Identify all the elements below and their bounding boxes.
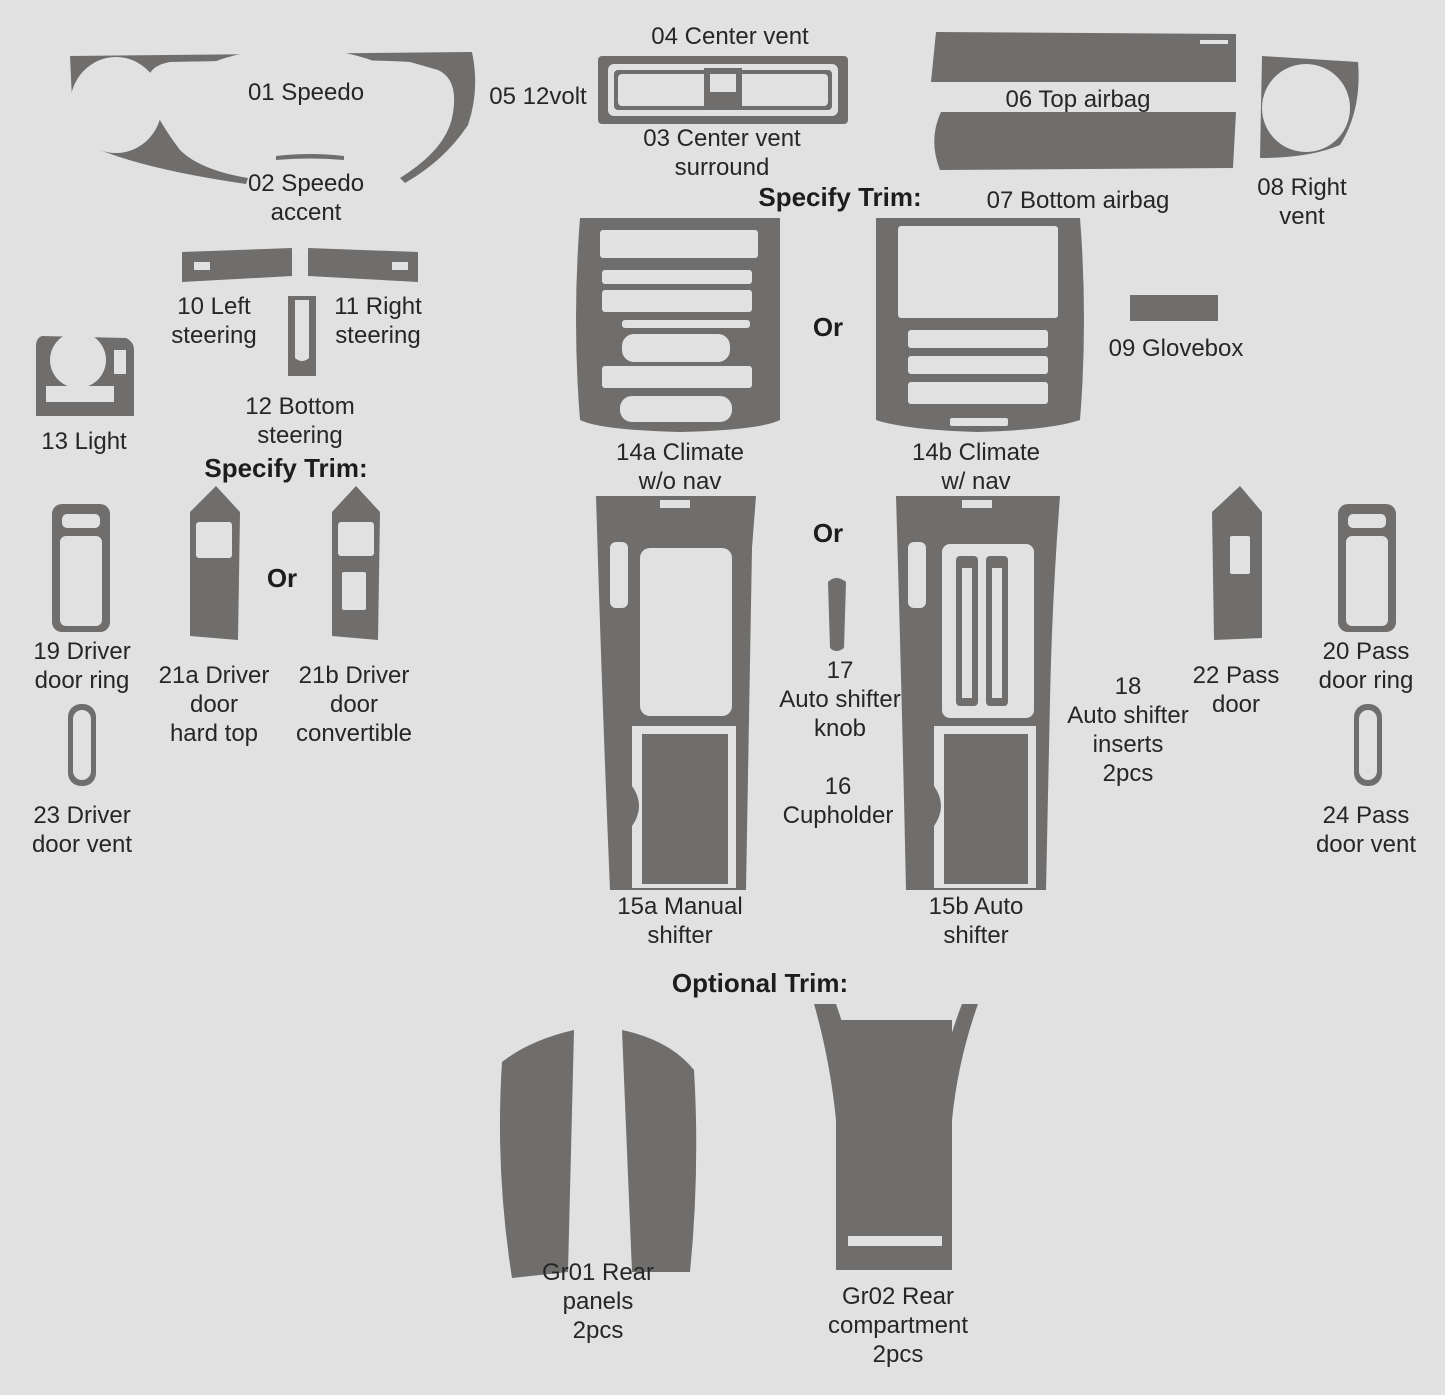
label-05: 05 12volt [489,83,587,110]
piece-09-glovebox [1130,295,1218,321]
piece-21a-driver-door [190,486,240,640]
piece-10-11-12-steering [182,248,418,376]
or-shifter: Or [812,518,844,548]
piece-01-speedo [70,48,476,184]
piece-03-04-center-vent [598,56,848,124]
heading-specify-trim-top: Specify Trim: [758,182,922,212]
piece-14b-climate [876,218,1084,432]
piece-19-driver-door-ring [52,504,110,632]
piece-22-pass-door [1212,486,1262,640]
piece-07-bottom-airbag [934,112,1236,170]
piece-21b-driver-door [332,486,380,640]
heading-optional-trim: Optional Trim: [671,968,849,998]
or-climate: Or [812,312,844,342]
piece-gr01-rear-panels [499,1030,697,1278]
piece-06-top-airbag [931,32,1236,82]
heading-specify-trim-left: Specify Trim: [204,453,368,483]
label-04: 04 Center vent [651,23,809,50]
piece-14a-climate [576,218,780,432]
piece-17-shifter-knob [828,578,846,651]
label-01: 01 Speedo [247,79,365,106]
label-09: 09 Glovebox [1108,335,1244,362]
piece-13-light [36,332,134,416]
piece-gr02-rear-compartment [814,1004,978,1270]
piece-02-speedo-accent [276,154,344,160]
piece-20-pass-door-ring [1338,504,1396,632]
or-door: Or [266,563,298,593]
label-13: 13 Light [41,428,127,455]
piece-15a-manual-shifter [596,496,756,890]
piece-24-pass-door-vent [1354,704,1382,786]
label-06: 06 Top airbag [1005,86,1151,113]
piece-23-driver-door-vent [68,704,96,786]
piece-15b-auto-shifter [896,496,1060,890]
piece-08-right-vent [1260,56,1359,158]
label-07: 07 Bottom airbag [986,187,1170,214]
